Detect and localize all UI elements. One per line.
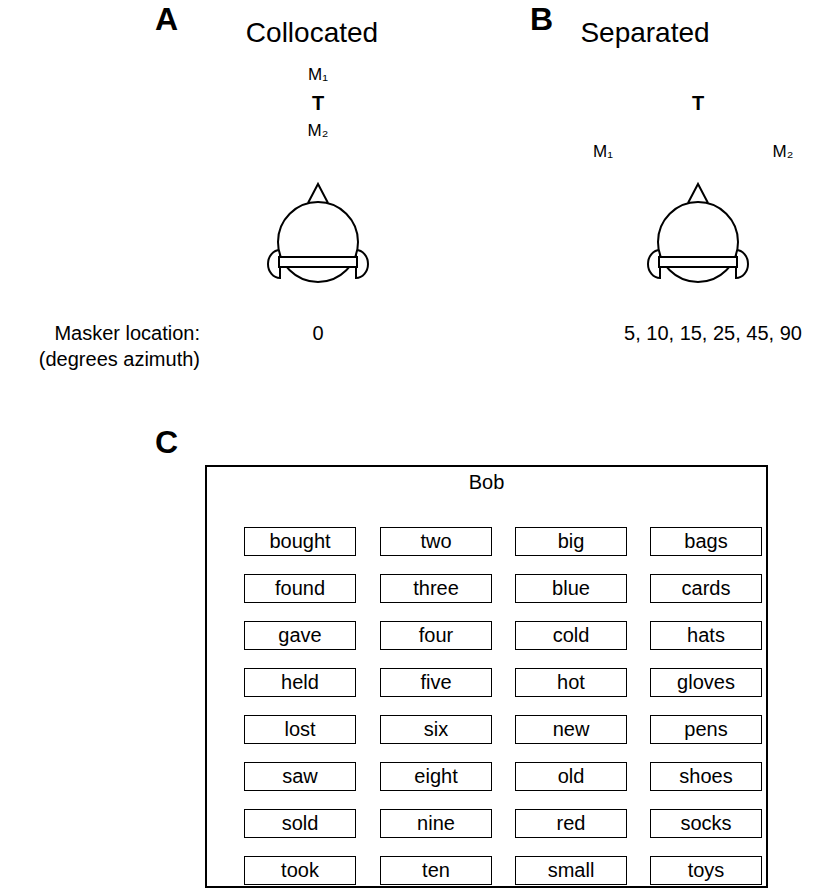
panel-letter: A: [155, 2, 178, 37]
word-button: found: [244, 574, 356, 603]
listener-head: [268, 184, 368, 282]
word-button: saw: [244, 762, 356, 791]
masker-label: M₂: [308, 122, 329, 141]
word-button: gave: [244, 621, 356, 650]
word-button: five: [380, 668, 492, 697]
axis-note: Masker location:: [54, 322, 200, 344]
word-text: three: [413, 577, 459, 600]
word-button: blue: [515, 574, 627, 603]
word-text: ten: [422, 859, 450, 882]
word-text: big: [558, 530, 585, 553]
word-button: cards: [650, 574, 762, 603]
target-label: T: [312, 92, 324, 114]
word-text: two: [420, 530, 451, 553]
word-text: saw: [282, 765, 318, 788]
word-text: red: [557, 812, 586, 835]
word-text: eight: [414, 765, 457, 788]
word-button: two: [380, 527, 492, 556]
word-button: eight: [380, 762, 492, 791]
word-button: bags: [650, 527, 762, 556]
word-button: big: [515, 527, 627, 556]
word-button: new: [515, 715, 627, 744]
word-button: hot: [515, 668, 627, 697]
word-button: pens: [650, 715, 762, 744]
panel-title: Separated: [580, 18, 709, 49]
target-label: T: [692, 92, 704, 114]
word-text: sold: [282, 812, 319, 835]
word-text: shoes: [679, 765, 732, 788]
word-button: cold: [515, 621, 627, 650]
masker-label: M₁: [593, 143, 613, 162]
word-text: small: [548, 859, 595, 882]
word-button: small: [515, 856, 627, 885]
word-button: four: [380, 621, 492, 650]
word-button: shoes: [650, 762, 762, 791]
word-button: bought: [244, 527, 356, 556]
word-text: blue: [552, 577, 590, 600]
word-text: old: [558, 765, 585, 788]
axis-note: (degrees azimuth): [39, 348, 200, 370]
panel-letter: C: [155, 425, 178, 460]
word-text: hats: [687, 624, 725, 647]
word-button: held: [244, 668, 356, 697]
word-text: hot: [557, 671, 585, 694]
panel-heading: Bob: [207, 471, 766, 494]
word-text: five: [420, 671, 451, 694]
word-text: held: [281, 671, 319, 694]
word-text: gave: [278, 624, 321, 647]
masker-label: M₁: [308, 66, 328, 85]
word-text: nine: [417, 812, 455, 835]
word-text: gloves: [677, 671, 735, 694]
word-button: old: [515, 762, 627, 791]
masker-label: M₂: [773, 143, 794, 162]
word-button: hats: [650, 621, 762, 650]
word-button: toys: [650, 856, 762, 885]
word-button: red: [515, 809, 627, 838]
word-text: bags: [684, 530, 727, 553]
panel-letter: B: [530, 2, 553, 37]
word-text: socks: [680, 812, 731, 835]
word-text: took: [281, 859, 319, 882]
panel-title: Collocated: [246, 18, 378, 49]
word-text: found: [275, 577, 325, 600]
word-text: pens: [684, 718, 727, 741]
word-button: ten: [380, 856, 492, 885]
word-button: six: [380, 715, 492, 744]
listener-head: [648, 184, 748, 282]
word-button: socks: [650, 809, 762, 838]
word-text: six: [424, 718, 448, 741]
word-button: three: [380, 574, 492, 603]
word-button: lost: [244, 715, 356, 744]
word-button: sold: [244, 809, 356, 838]
word-text: cards: [682, 577, 731, 600]
word-button: nine: [380, 809, 492, 838]
response-panel: Bob bought two big bags found three blue cards ga…: [205, 465, 768, 888]
word-button: gloves: [650, 668, 762, 697]
word-text: cold: [553, 624, 590, 647]
word-button: took: [244, 856, 356, 885]
azimuth-value: 0: [312, 322, 323, 344]
word-text: four: [419, 624, 453, 647]
azimuth-values: 5, 10, 15, 25, 45, 90: [624, 322, 802, 344]
word-text: bought: [269, 530, 330, 553]
word-text: lost: [284, 718, 315, 741]
word-text: toys: [688, 859, 725, 882]
word-text: new: [553, 718, 590, 741]
